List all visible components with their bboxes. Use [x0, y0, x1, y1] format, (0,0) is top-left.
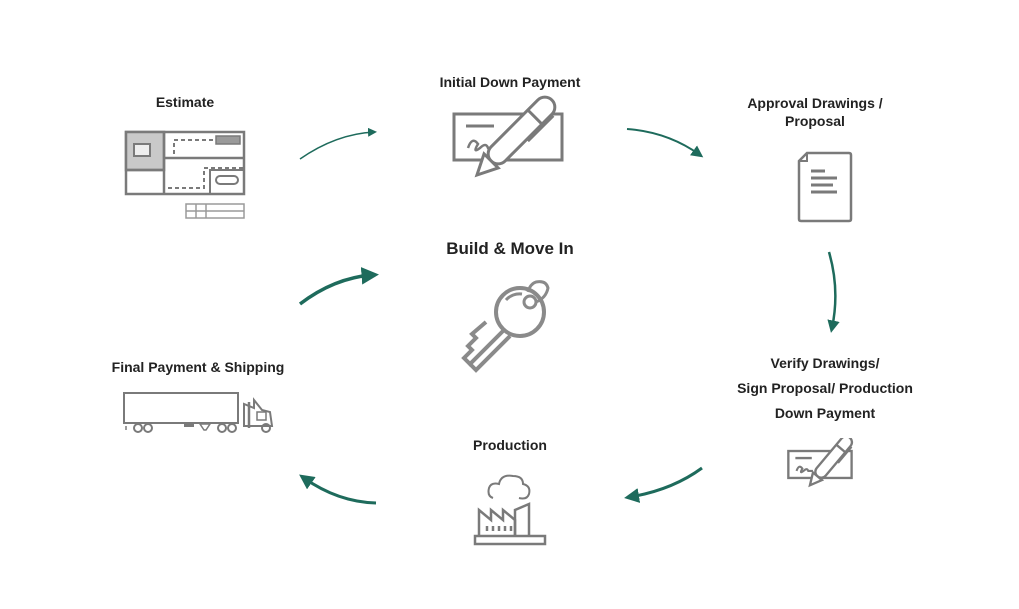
arrow-final-payment-to-build — [298, 267, 379, 306]
step-label-approval-drawings: Approval Drawings / Proposal — [730, 94, 900, 130]
check-signing-icon — [450, 92, 590, 184]
center-label-build-move-in: Build & Move In — [446, 239, 574, 258]
step-label-estimate: Estimate — [155, 94, 215, 110]
step-label-line: Proposal — [785, 113, 845, 129]
key-icon — [458, 272, 562, 376]
arrow-estimate-to-initial-payment — [299, 127, 377, 160]
step-label-line: Approval Drawings / — [747, 95, 883, 111]
arrow-production-to-final-payment — [299, 474, 377, 505]
step-label-production: Production — [473, 437, 547, 453]
step-label-final-payment: Final Payment & Shipping — [111, 359, 285, 375]
arrow-verify-to-production — [624, 466, 703, 503]
step-label-line: Sign Proposal/ Production — [737, 380, 913, 396]
arrow-initial-payment-to-approval — [626, 128, 704, 158]
check-signing-icon — [786, 438, 868, 498]
step-label-initial-down-payment: Initial Down Payment — [439, 74, 581, 90]
document-icon — [797, 151, 853, 223]
step-label-verify-drawings: Verify Drawings/ Sign Proposal/ Producti… — [720, 351, 930, 426]
factory-icon — [473, 470, 549, 548]
floor-plan-icon — [124, 128, 248, 224]
step-label-line: Down Payment — [774, 405, 876, 421]
step-label-line: Verify Drawings/ — [770, 355, 880, 371]
arrow-approval-to-verify — [827, 251, 840, 333]
truck-icon — [120, 390, 276, 436]
